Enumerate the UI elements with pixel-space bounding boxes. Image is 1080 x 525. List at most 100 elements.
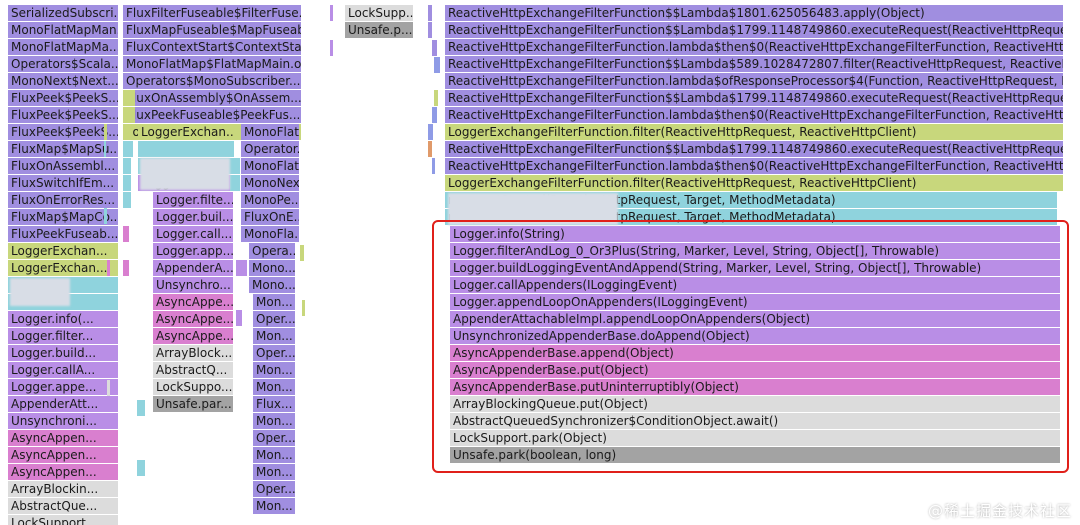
stack-frame[interactable]: FluxMap$MapSu...	[8, 141, 118, 157]
stack-frame-sliver[interactable]	[428, 124, 433, 140]
stack-frame-sliver[interactable]	[123, 124, 133, 140]
stack-frame[interactable]: Operators$MonoSubscriber....	[123, 73, 301, 89]
stack-frame-sliver[interactable]	[428, 22, 432, 38]
stack-frame[interactable]: Logger.app...	[153, 243, 233, 259]
stack-frame[interactable]: MonoPe...	[241, 192, 299, 208]
stack-frame-sliver[interactable]	[104, 141, 106, 157]
stack-frame-sliver[interactable]	[432, 158, 435, 174]
stack-frame[interactable]: FluxFilterFuseable$FilterFuse...	[123, 5, 301, 21]
stack-frame[interactable]: Operators$Scala...	[8, 56, 118, 72]
stack-frame[interactable]: ArrayBlockin...	[8, 481, 118, 497]
stack-frame[interactable]: FluxOnAssembly$OnAssem...	[123, 90, 301, 106]
stack-frame-sliver[interactable]	[432, 107, 437, 123]
stack-frame[interactable]: ReactiveHttpExchangeFilterFunction.lambd…	[445, 158, 1063, 174]
stack-frame-sliver[interactable]	[432, 40, 437, 56]
stack-frame[interactable]: FluxOnErrorRes...	[8, 192, 118, 208]
stack-frame[interactable]: FluxSwitchIfEm...	[8, 175, 118, 191]
stack-frame[interactable]: LoggerExchangeFilterFunction.filter(Reac…	[445, 175, 1063, 191]
stack-frame[interactable]: AbstractQ...	[153, 362, 233, 378]
stack-frame[interactable]: LoggerExchangeFilterFunction.filter(Reac…	[445, 124, 1063, 140]
stack-frame-sliver[interactable]	[123, 175, 131, 191]
stack-frame[interactable]: LockSupport...	[8, 515, 118, 525]
stack-frame-sliver[interactable]	[137, 460, 145, 476]
stack-frame[interactable]: Logger.callA...	[8, 362, 118, 378]
stack-frame-sliver[interactable]	[123, 158, 131, 174]
stack-frame[interactable]: AsyncAppenderBase.append(Object)	[450, 345, 1060, 361]
stack-frame[interactable]: Unsafe.park(boolean, long)	[450, 447, 1060, 463]
stack-frame-sliver[interactable]	[107, 260, 110, 276]
stack-frame-sliver[interactable]	[123, 192, 131, 208]
stack-frame[interactable]: AsyncAppenderBase.putUninterruptibly(Obj…	[450, 379, 1060, 395]
stack-frame[interactable]: ArrayBlock...	[153, 345, 233, 361]
stack-frame[interactable]: UnsynchronizedAppenderBase.doAppend(Obje…	[450, 328, 1060, 344]
stack-frame[interactable]: FluxPeek$PeekS...	[8, 107, 118, 123]
stack-frame[interactable]: AppenderAtt...	[8, 396, 118, 412]
stack-frame[interactable]: ReactiveHttpExchangeFilterFunction.lambd…	[445, 39, 1063, 55]
stack-frame-sliver[interactable]	[123, 90, 135, 106]
stack-frame[interactable]: Logger.callAppenders(ILoggingEvent)	[450, 277, 1060, 293]
stack-frame[interactable]: MonoFlat...	[241, 158, 299, 174]
stack-frame-sliver[interactable]	[236, 310, 242, 326]
stack-frame[interactable]: MonoFlat...	[241, 124, 299, 140]
stack-frame[interactable]: Logger.call...	[153, 226, 233, 242]
stack-frame[interactable]: Unsynchroni...	[8, 413, 118, 429]
stack-frame[interactable]: Logger.filter...	[8, 328, 118, 344]
stack-frame[interactable]: Oper...	[253, 345, 295, 361]
stack-frame[interactable]: AsyncAppe...	[153, 294, 233, 310]
stack-frame-sliver[interactable]	[230, 158, 240, 174]
stack-frame[interactable]: ReactiveHttpExchangeFilterFunction$$Lamb…	[445, 141, 1063, 157]
stack-frame[interactable]: MonoNex...	[241, 175, 299, 191]
stack-frame-sliver[interactable]	[230, 175, 240, 191]
stack-frame[interactable]: ReactiveHttpExchangeFilterFunction$$Lamb…	[445, 90, 1063, 106]
stack-frame[interactable]: AppenderAttachableImpl.appendLoopOnAppen…	[450, 311, 1060, 327]
stack-frame[interactable]: Mon...	[253, 328, 295, 344]
stack-frame-sliver[interactable]	[123, 226, 129, 242]
stack-frame[interactable]: ReactiveHttpExchangeFilterFunction.lambd…	[445, 73, 1063, 89]
stack-frame[interactable]: Mono...	[249, 277, 295, 293]
stack-frame[interactable]: Unsafe.par...	[153, 396, 233, 412]
stack-frame[interactable]: MonoNext$Next...	[8, 73, 118, 89]
stack-frame[interactable]: LoggerExchan...	[138, 124, 234, 140]
stack-frame[interactable]: Mono...	[249, 260, 295, 276]
stack-frame[interactable]: AsyncAppenderBase.put(Object)	[450, 362, 1060, 378]
stack-frame[interactable]: Mon...	[253, 379, 295, 395]
stack-frame-sliver[interactable]	[302, 300, 305, 316]
stack-frame[interactable]: Logger.info(String)	[450, 226, 1060, 242]
stack-frame-sliver[interactable]	[434, 90, 438, 106]
stack-frame-sliver[interactable]	[123, 260, 129, 276]
stack-frame[interactable]: ReactiveHttpExchangeFilterFunction$$Lamb…	[445, 56, 1063, 72]
stack-frame-sliver[interactable]	[104, 124, 107, 140]
stack-frame[interactable]: MonoFlatMap$FlatMapMain.o...	[123, 56, 301, 72]
stack-frame[interactable]: LoggerExchan...	[8, 260, 118, 276]
stack-frame[interactable]: Logger.appendLoopOnAppenders(ILoggingEve…	[450, 294, 1060, 310]
stack-frame[interactable]: LockSupp...	[345, 5, 413, 21]
stack-frame[interactable]: Flux...	[253, 396, 295, 412]
stack-frame[interactable]: Logger.filterAndLog_0_Or3Plus(String, Ma…	[450, 243, 1060, 259]
stack-frame[interactable]: MonoFla...	[241, 226, 299, 242]
stack-frame[interactable]: ReactiveHttpExchangeFilterFunction.lambd…	[445, 107, 1063, 123]
stack-frame-sliver[interactable]	[236, 260, 242, 276]
stack-frame-sliver[interactable]	[428, 5, 432, 21]
stack-frame[interactable]: FluxMapFuseable$MapFuseable...	[123, 22, 301, 38]
stack-frame[interactable]: Mon...	[253, 447, 295, 463]
stack-frame[interactable]: Mon...	[253, 362, 295, 378]
stack-frame[interactable]: AsyncAppe...	[153, 328, 233, 344]
stack-frame[interactable]: FluxContextStart$ContextSta...	[123, 39, 301, 55]
stack-frame[interactable]: AbstractQue...	[8, 498, 118, 514]
stack-frame[interactable]: Logger.build...	[8, 345, 118, 361]
stack-frame-sliver[interactable]	[330, 5, 333, 21]
stack-frame-sliver[interactable]	[107, 380, 110, 396]
stack-frame[interactable]: FluxPeek$PeekS...	[8, 124, 118, 140]
stack-frame[interactable]: ReactiveHttpExchangeFilterFunction$$Lamb…	[445, 5, 1063, 21]
stack-frame[interactable]: Opera...	[249, 243, 295, 259]
stack-frame[interactable]: ReactiveHttpExchangeFilterFunction$$Lamb…	[445, 22, 1063, 38]
stack-frame[interactable]: Logger.filte...	[153, 192, 233, 208]
stack-frame[interactable]: Oper...	[253, 481, 295, 497]
stack-frame-sliver[interactable]	[434, 57, 440, 73]
stack-frame[interactable]: Unsynchro...	[153, 277, 233, 293]
stack-frame[interactable]: Mon...	[253, 464, 295, 480]
stack-frame[interactable]: FluxOnAssembl...	[8, 158, 118, 174]
stack-frame[interactable]: Oper...	[253, 430, 295, 446]
stack-frame[interactable]: Logger.appe...	[8, 379, 118, 395]
stack-frame[interactable]: AppenderA...	[153, 260, 233, 276]
